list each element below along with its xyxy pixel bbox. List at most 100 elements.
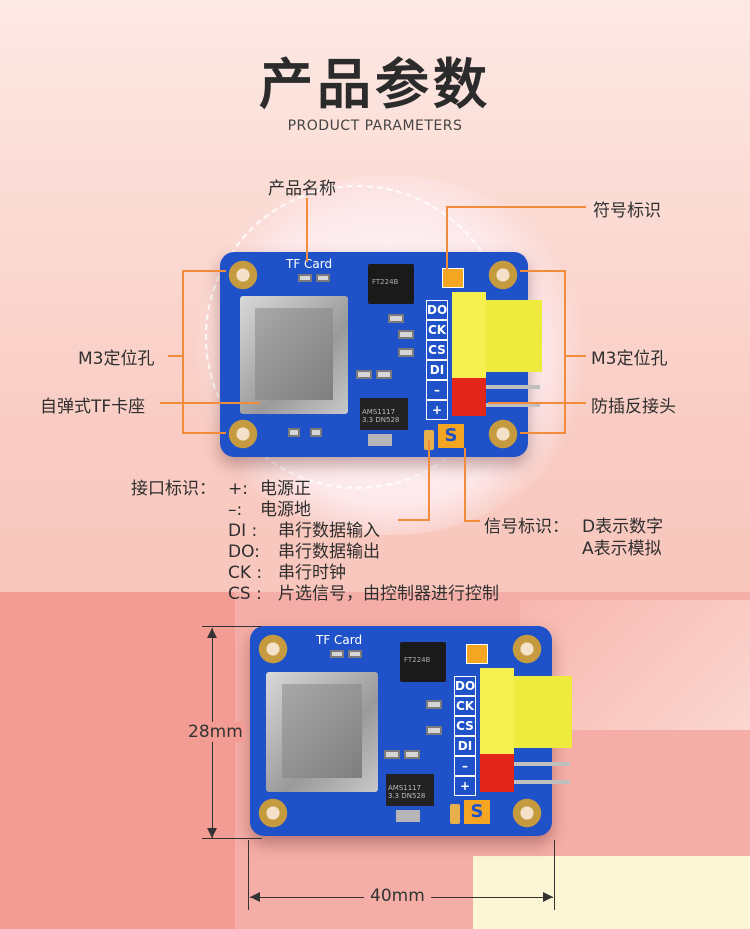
signal-connector-body — [514, 676, 572, 748]
legend-row: DO: 串行数据输出 — [228, 537, 380, 562]
voltage-regulator: AMS1117 3.3 DN528 — [386, 774, 434, 806]
legend-key: DO: — [228, 542, 260, 562]
level-shifter-chip: FT224B — [368, 264, 414, 304]
symbol-mark-box — [442, 268, 464, 288]
height-extension-top — [202, 626, 262, 627]
pin-label-di: DI — [454, 736, 476, 756]
smd-component — [426, 726, 442, 735]
width-extension-right — [554, 840, 555, 910]
signal-connector-header — [480, 668, 514, 756]
leader-line — [182, 432, 226, 434]
legend-desc: 电源地 — [260, 500, 311, 520]
regulator-tab — [368, 434, 392, 446]
legend-key: –: — [228, 500, 243, 520]
smd-component — [376, 370, 392, 379]
leader-line — [160, 402, 260, 404]
smd-component — [356, 370, 372, 379]
power-connector-header — [480, 754, 514, 792]
callout-card-socket: 自弹式TF卡座 — [40, 397, 146, 417]
leader-line — [428, 440, 430, 520]
leader-line — [168, 355, 182, 357]
symbol-mark-box — [466, 644, 488, 664]
signal-type-badge: S — [438, 424, 464, 448]
legend-key: DI : — [228, 521, 258, 541]
leader-line — [464, 448, 466, 522]
chip-marking: FT224B — [404, 656, 431, 664]
leader-line — [306, 198, 308, 262]
smd-resistor — [348, 650, 362, 658]
lower-left-panel — [0, 592, 235, 929]
leader-line — [520, 270, 566, 272]
smd-component — [398, 330, 414, 339]
connector-pin — [486, 403, 540, 407]
leader-line — [182, 270, 226, 272]
legend-desc: 串行数据输入 — [278, 521, 380, 541]
legend-row: DI : 串行数据输入 — [228, 516, 380, 541]
page-title: 产品参数 — [259, 53, 491, 116]
legend-key: +: — [228, 479, 248, 499]
legend-desc: 电源正 — [260, 479, 311, 499]
tf-card-socket — [266, 672, 378, 792]
legend-key: CK : — [228, 563, 263, 583]
signal-type-badge: S — [464, 800, 490, 824]
smd-resistor — [298, 274, 312, 282]
height-arrow-bottom — [207, 828, 217, 838]
pin-label-do: DO — [426, 300, 448, 320]
legend-key: CS : — [228, 584, 262, 604]
pin-label-cs: CS — [426, 340, 448, 360]
callout-product-name: 产品名称 — [268, 179, 336, 199]
connector-pin — [514, 780, 570, 784]
smd-component — [398, 348, 414, 357]
callout-m3-hole-right: M3定位孔 — [591, 349, 668, 369]
leader-line — [446, 206, 586, 208]
signal-heading: 信号标识： — [484, 517, 569, 537]
mount-hole-top-right — [488, 260, 518, 290]
height-extension-bottom — [202, 838, 262, 839]
regulator-marking: AMS1117 3.3 DN528 — [388, 784, 426, 800]
chip-marking: FT224B — [372, 278, 399, 286]
regulator-tab — [396, 810, 420, 822]
legend-desc: 片选信号，由控制器进行控制 — [278, 584, 499, 604]
power-connector-header — [452, 378, 486, 416]
tf-card-socket — [240, 296, 348, 414]
height-dimension-label: 28mm — [186, 722, 245, 742]
smd-component — [384, 750, 400, 759]
signal-analog: A表示模拟 — [582, 539, 662, 559]
leader-line — [464, 520, 480, 522]
pin-label-ck: CK — [426, 320, 448, 340]
legend-row: CK :串行时钟 — [228, 558, 346, 583]
signal-connector-header — [452, 292, 486, 380]
pin-label-vcc: + — [426, 400, 448, 420]
callout-anti-reverse: 防插反接头 — [591, 397, 676, 417]
mount-hole-bottom-left — [228, 419, 258, 449]
pin-label-gnd: – — [426, 380, 448, 400]
pin-label-vcc: + — [454, 776, 476, 796]
callout-symbol-mark: 符号标识 — [593, 201, 661, 221]
signal-connector-body — [486, 300, 542, 372]
interface-heading: 接口标识： — [131, 479, 216, 499]
connector-pin — [486, 385, 540, 389]
width-arrow-right — [543, 892, 553, 902]
mount-hole-bottom-right — [512, 798, 542, 828]
height-arrow-top — [207, 628, 217, 638]
leader-line — [488, 402, 586, 404]
signal-digital: D表示数字 — [582, 517, 664, 537]
tantalum-capacitor — [450, 804, 460, 824]
leader-line — [446, 206, 448, 270]
connector-pin — [514, 762, 570, 766]
pin-label-ck: CK — [454, 696, 476, 716]
board-silk-title: TF Card — [286, 257, 333, 271]
leader-line — [398, 519, 430, 521]
width-arrow-left — [250, 892, 260, 902]
yellow-corner-panel — [473, 856, 750, 929]
legend-row: –: 电源地 — [228, 495, 311, 520]
width-dimension-label: 40mm — [364, 886, 431, 906]
mount-hole-bottom-left — [258, 798, 288, 828]
smd-component — [388, 314, 404, 323]
board-silk-title: TF Card — [316, 633, 363, 647]
level-shifter-chip: FT224B — [400, 642, 446, 682]
leader-line — [566, 355, 586, 357]
legend-desc: 串行数据输出 — [278, 542, 380, 562]
pin-label-gnd: – — [454, 756, 476, 776]
